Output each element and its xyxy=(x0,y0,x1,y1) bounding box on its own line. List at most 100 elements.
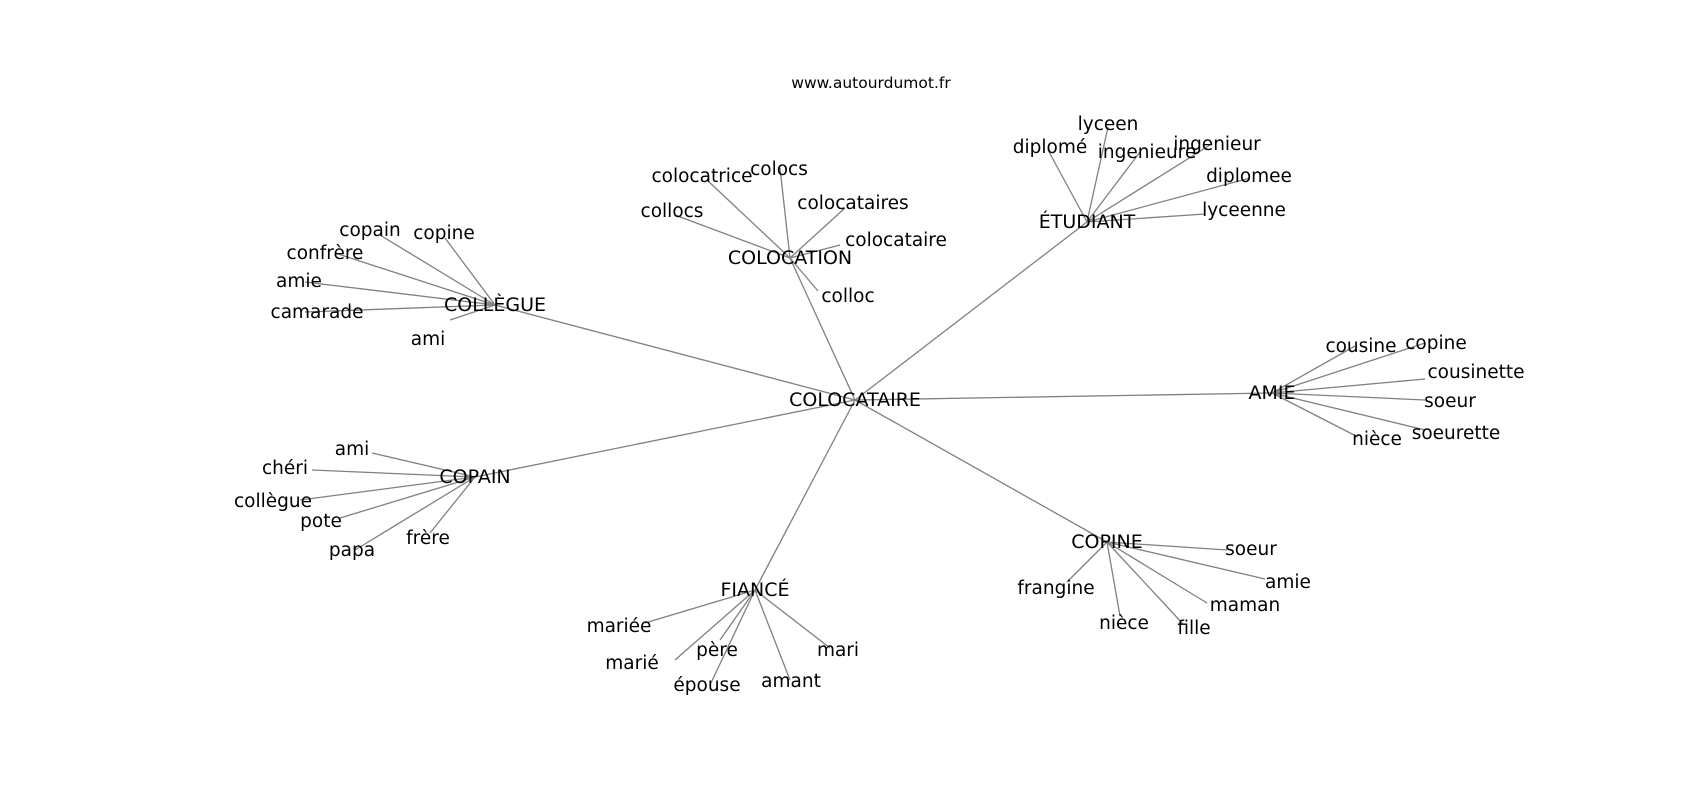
hub-leaf-edge xyxy=(429,476,476,534)
leaf-node-label: marié xyxy=(605,653,659,674)
hub-leaf-edge xyxy=(1106,541,1266,580)
hub-leaf-edge xyxy=(1271,392,1426,401)
leaf-node-label: lyceen xyxy=(1078,114,1139,135)
hub-leaf-edge xyxy=(789,244,841,259)
hub-node-label: COLOCATION xyxy=(728,247,852,269)
leaf-node-label: amant xyxy=(761,671,821,692)
center-hub-edge xyxy=(494,304,856,401)
center-hub-edge xyxy=(854,399,1108,543)
hub-leaf-edge xyxy=(1086,151,1141,223)
hub-leaf-edge xyxy=(1271,345,1356,394)
hub-leaf-edge xyxy=(371,452,476,478)
leaf-node-label: nièce xyxy=(1099,613,1149,634)
hub-node-label: COPAIN xyxy=(439,466,510,488)
hub-leaf-edge xyxy=(1106,541,1121,617)
hub-leaf-edge xyxy=(1106,541,1184,625)
source-url: www.autourdumot.fr xyxy=(791,74,951,92)
leaf-node-label: ami xyxy=(335,439,370,460)
leaf-node-label: colocataires xyxy=(797,193,908,214)
hub-leaf-edge xyxy=(709,589,756,686)
leaf-node-label: diplomé xyxy=(1013,137,1088,158)
hub-leaf-edge xyxy=(304,304,496,313)
leaf-node-label: copain xyxy=(339,220,400,241)
center-hub-edge xyxy=(754,399,856,591)
hub-leaf-edge xyxy=(339,476,476,519)
hub-leaf-edge xyxy=(789,257,819,292)
leaf-node-label: soeur xyxy=(1225,539,1277,560)
leaf-node-label: confrère xyxy=(287,243,364,264)
leaf-node-label: maman xyxy=(1210,595,1280,616)
hub-leaf-edge xyxy=(1271,378,1426,394)
hub-leaf-edge xyxy=(789,207,846,259)
hub-leaf-edge xyxy=(444,237,496,306)
leaf-node-label: colocatrice xyxy=(651,166,752,187)
hub-leaf-edge xyxy=(354,476,476,551)
hub-node-label: FIANCÉ xyxy=(720,578,789,601)
hub-leaf-edge xyxy=(334,252,496,306)
leaf-node-label: nièce xyxy=(1352,429,1402,450)
hub-leaf-edge xyxy=(1271,392,1426,431)
hub-leaf-edge xyxy=(754,589,831,649)
leaf-node-label: colocs xyxy=(750,159,808,180)
hub-node-label: COPINE xyxy=(1071,531,1143,553)
leaf-node-label: collègue xyxy=(234,491,312,512)
hub-leaf-edge xyxy=(379,234,496,306)
center-hub-edge xyxy=(854,392,1273,401)
hub-leaf-edge xyxy=(674,589,756,661)
leaf-node-label: papa xyxy=(329,540,375,561)
hub-leaf-edge xyxy=(719,589,756,641)
hub-leaf-edge xyxy=(674,214,791,259)
center-node-label: COLOCATAIRE xyxy=(789,389,921,411)
leaf-node-label: mari xyxy=(817,640,859,661)
leaf-node-label: chéri xyxy=(262,458,308,479)
leaf-node-label: camarade xyxy=(271,302,364,323)
center-hub-edge xyxy=(789,257,856,401)
leaf-node-label: frangine xyxy=(1017,578,1094,599)
center-hub-edge xyxy=(854,221,1088,401)
hub-leaf-edge xyxy=(449,304,496,321)
hub-leaf-edge xyxy=(311,469,476,478)
leaf-node-label: copine xyxy=(1405,333,1466,354)
hub-leaf-edge xyxy=(299,476,476,501)
hub-node-label: ÉTUDIANT xyxy=(1039,210,1136,233)
leaf-node-label: ingenieur xyxy=(1173,134,1261,155)
leaf-node-label: copine xyxy=(413,223,474,244)
hub-leaf-edge xyxy=(1086,126,1109,223)
leaf-node-label: mariée xyxy=(587,616,652,637)
leaf-node-label: ami xyxy=(411,329,446,350)
leaf-node-label: collocs xyxy=(641,201,704,222)
leaf-node-label: épouse xyxy=(673,675,740,696)
leaf-node-label: amie xyxy=(1265,572,1311,593)
leaf-node-label: soeurette xyxy=(1412,423,1501,444)
hub-leaf-edge xyxy=(1271,342,1426,394)
hub-leaf-edge xyxy=(779,167,791,259)
hub-leaf-edge xyxy=(1271,392,1359,438)
leaf-node-label: frère xyxy=(406,528,450,549)
hub-leaf-edge xyxy=(304,281,496,306)
leaf-node-label: colloc xyxy=(821,286,874,307)
leaf-node-label: père xyxy=(696,640,738,661)
hub-node-label: AMIE xyxy=(1249,382,1296,404)
leaf-node-label: fille xyxy=(1177,618,1210,639)
leaf-node-label: amie xyxy=(276,271,322,292)
graph-nodes: COLLÈGUE copain copine confrère amie camarade… xyxy=(234,114,1525,696)
hub-leaf-edge xyxy=(1047,149,1088,223)
hub-leaf-edge xyxy=(644,589,756,624)
hub-leaf-edge xyxy=(1086,177,1251,223)
hub-leaf-edge xyxy=(1066,541,1108,583)
leaf-node-label: diplomee xyxy=(1206,166,1292,187)
leaf-node-label: colocataire xyxy=(845,230,947,251)
hub-leaf-edge xyxy=(1106,541,1208,604)
leaf-node-label: pote xyxy=(300,511,342,532)
hub-node-label: COLLÈGUE xyxy=(444,293,546,316)
leaf-node-label: soeur xyxy=(1424,391,1476,412)
hub-leaf-edge xyxy=(706,179,791,259)
leaf-node-label: cousinette xyxy=(1428,362,1525,383)
leaf-node-label: cousine xyxy=(1325,336,1396,357)
leaf-node-label: lyceenne xyxy=(1202,200,1286,221)
center-hub-edge xyxy=(474,399,856,478)
hub-leaf-edge xyxy=(754,589,791,681)
hub-leaf-edge xyxy=(1086,144,1211,223)
hub-leaf-edge xyxy=(1106,541,1228,551)
